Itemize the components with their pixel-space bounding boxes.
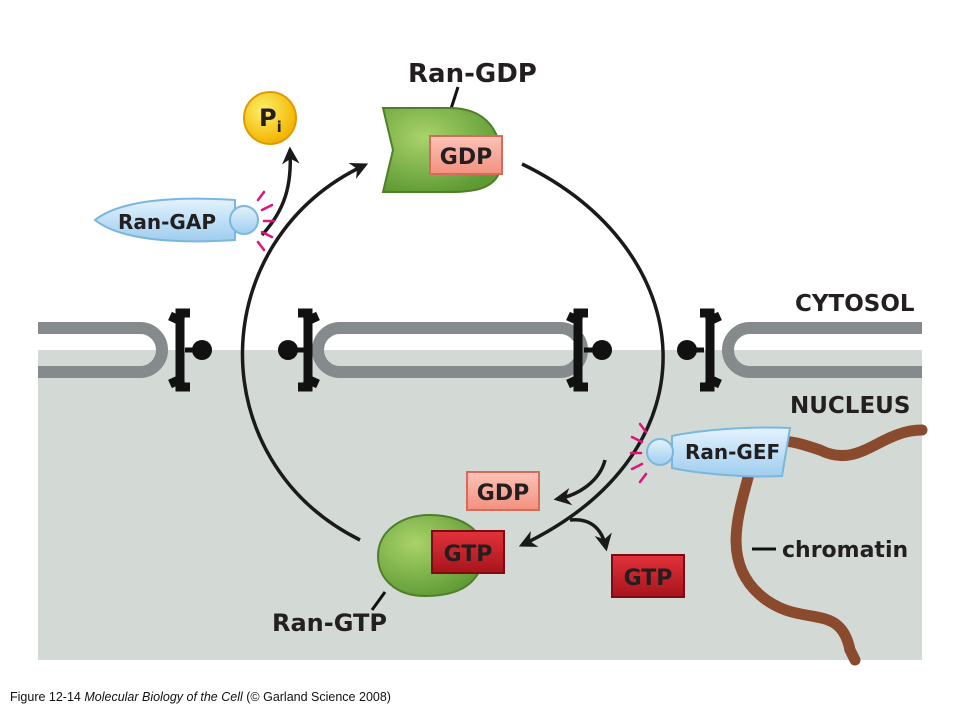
ran-gef-activity-glow — [629, 422, 648, 484]
pi-sub: i — [277, 118, 282, 136]
caption-prefix: Figure 12-14 — [10, 690, 85, 704]
gtp-free-box — [611, 554, 685, 598]
gdp-top-text: GDP — [440, 145, 492, 170]
ran-gtp-pointer — [370, 591, 387, 611]
membrane-left — [38, 322, 168, 378]
pore-2 — [278, 308, 320, 392]
ran-gef-label: Ran-GEF — [685, 440, 780, 464]
gtp-bound-text: GTP — [444, 542, 493, 567]
nuclear-pores — [168, 308, 722, 392]
ran-gtp-label: Ran-GTP — [272, 609, 387, 637]
chromatin-strand — [730, 424, 928, 666]
cytosol-label: CYTOSOL — [795, 291, 915, 317]
pi-main: P — [259, 104, 277, 132]
gdp-bottom-text: GDP — [477, 481, 529, 506]
arrow-gtp-uptake — [569, 518, 612, 552]
gdp-bottom-box — [466, 471, 540, 511]
pore-4 — [677, 308, 722, 392]
gtp-bound-box — [431, 530, 505, 574]
pi-circle — [243, 91, 297, 145]
figure-caption: Figure 12-14 Molecular Biology of the Ce… — [10, 690, 391, 704]
ran-gap-label: Ran-GAP — [118, 210, 216, 234]
pore-3 — [566, 308, 612, 392]
ran-gef-protein — [646, 426, 792, 478]
arrow-gdp-release — [553, 459, 607, 506]
arrow-export — [240, 163, 369, 542]
ran-gap-protein — [93, 197, 259, 243]
cycle-arrows — [240, 146, 665, 552]
arrow-to-nucleus — [518, 162, 665, 547]
gdp-top-box — [429, 135, 503, 175]
ran-gdp-complex — [381, 86, 503, 193]
caption-suffix: (© Garland Science 2008) — [242, 690, 391, 704]
nucleus-label: NUCLEUS — [790, 393, 910, 419]
ran-gdp-label: Ran-GDP — [408, 59, 537, 89]
pore-1 — [168, 308, 212, 392]
arrow-pi-release — [260, 146, 300, 237]
membrane-right — [722, 322, 922, 378]
chromatin-label: chromatin — [782, 538, 908, 563]
ran-gap-activity-glow — [256, 190, 276, 252]
pi-label: Pi — [259, 104, 282, 136]
caption-book-title: Molecular Biology of the Cell — [84, 690, 243, 704]
gtp-free-text: GTP — [624, 566, 673, 591]
ran-gtp-complex — [370, 513, 505, 611]
